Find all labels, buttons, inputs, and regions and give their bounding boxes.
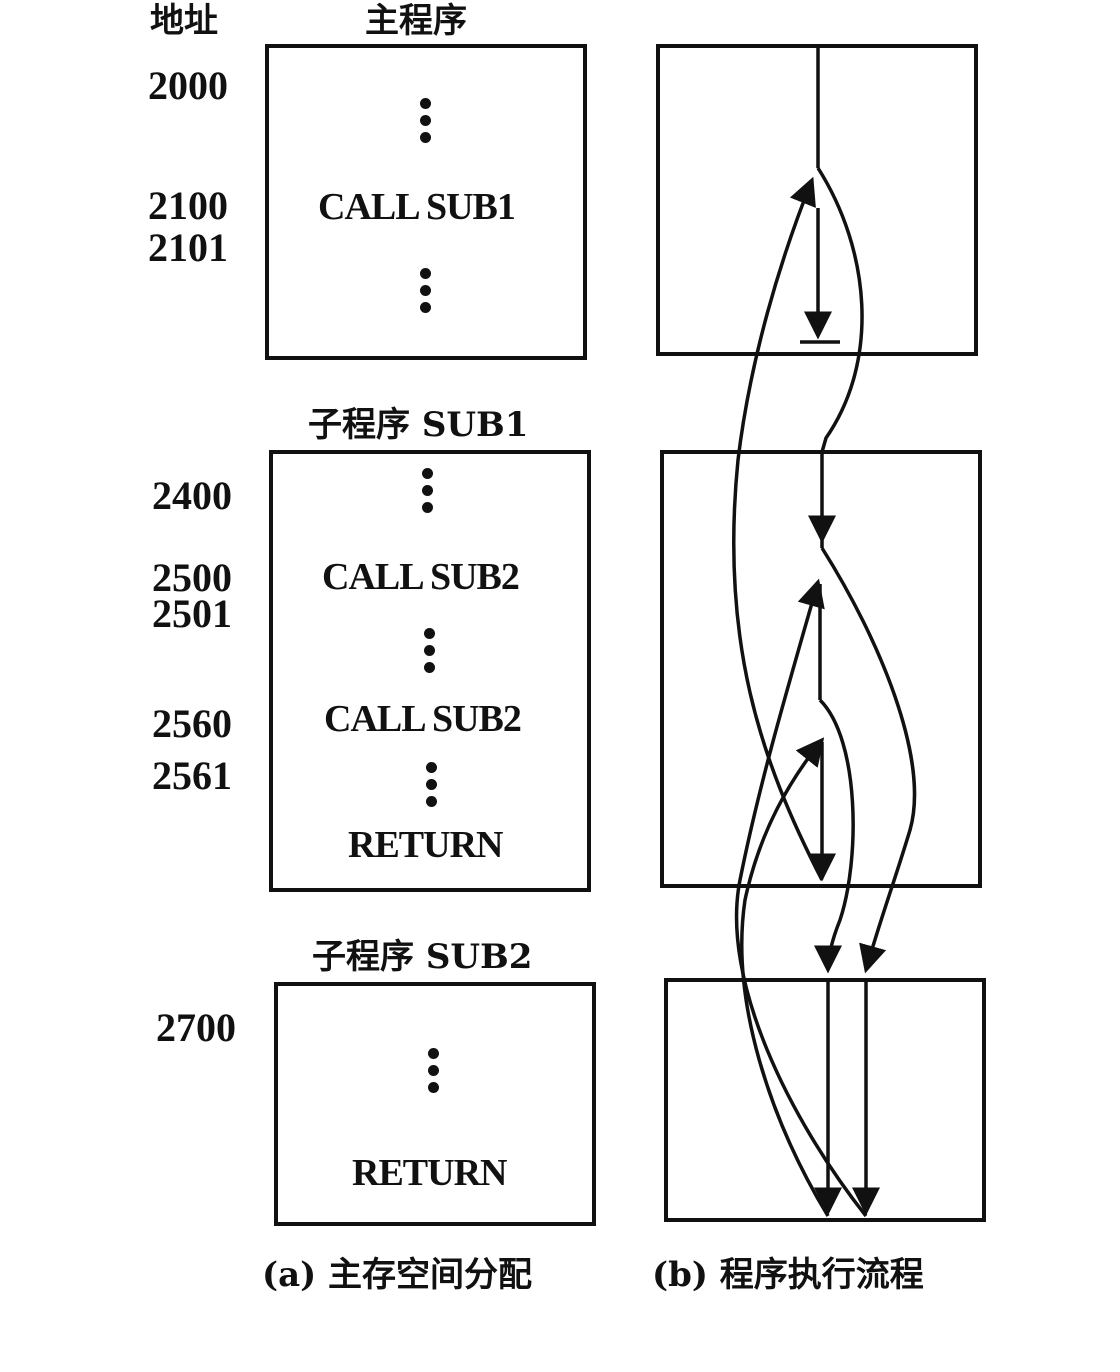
main-program-title: 主程序 <box>365 1 467 41</box>
address-2501: 2501 <box>152 591 232 636</box>
caption-a: (a) 主存空间分配 <box>262 1255 533 1295</box>
caption-b: (b) 程序执行流程 <box>652 1255 924 1295</box>
instruction-return-sub1: RETURN <box>348 824 503 866</box>
address-2101: 2101 <box>148 225 228 270</box>
flow-return-sub2-second <box>740 737 830 1217</box>
flow-return-sub1 <box>731 176 824 881</box>
ellipsis-icon <box>422 468 434 519</box>
ellipsis-icon <box>428 1048 440 1099</box>
address-2561: 2561 <box>152 753 232 798</box>
address-2100: 2100 <box>148 183 228 228</box>
flow-main-box <box>656 44 978 356</box>
address-2000: 2000 <box>148 63 228 108</box>
flow-call-sub2-first <box>820 547 917 974</box>
main-program-box <box>265 44 587 360</box>
address-2560: 2560 <box>152 701 232 746</box>
flow-call-sub1 <box>808 167 864 544</box>
address-2700: 2700 <box>156 1005 236 1050</box>
instruction-call-sub1: CALL SUB1 <box>318 186 516 228</box>
sub2-title: 子程序 SUB2 <box>312 937 533 977</box>
sub1-title: 子程序 SUB1 <box>308 405 529 445</box>
sub2-box <box>274 982 596 1226</box>
ellipsis-icon <box>420 98 432 149</box>
instruction-call-sub2-first: CALL SUB2 <box>322 556 520 598</box>
instruction-call-sub2-second: CALL SUB2 <box>324 698 522 740</box>
flow-call-sub2-second <box>814 698 855 974</box>
ellipsis-icon <box>424 628 436 679</box>
address-2500: 2500 <box>152 555 232 600</box>
flow-sub2-box <box>664 978 986 1222</box>
address-2400: 2400 <box>152 473 232 518</box>
address-column-header: 地址 <box>150 1 218 41</box>
flow-return-sub2-first <box>734 578 868 1218</box>
instruction-return-sub2: RETURN <box>352 1152 507 1194</box>
sub1-box <box>269 450 591 892</box>
ellipsis-icon <box>426 762 438 813</box>
ellipsis-icon <box>420 268 432 319</box>
